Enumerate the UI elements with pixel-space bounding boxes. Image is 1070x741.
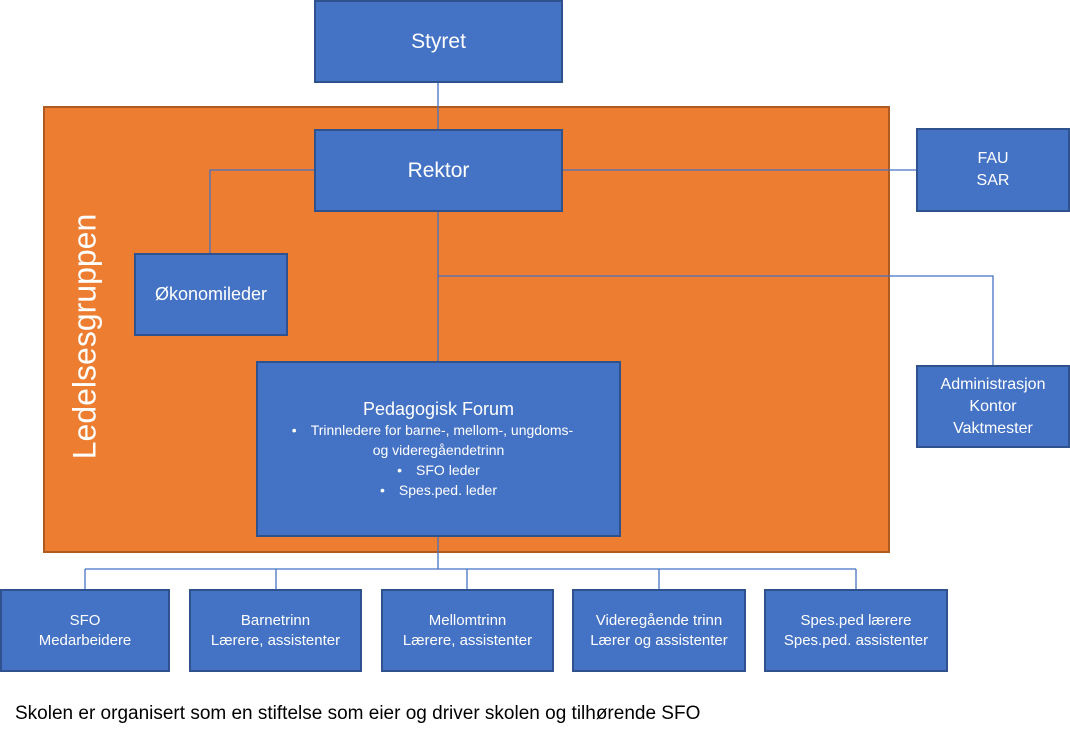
node-sfo-line1: SFO <box>69 611 101 629</box>
line-trunk-admin <box>438 275 994 366</box>
node-admin-line3: Vaktmester <box>953 419 1033 437</box>
node-spesped-line1: Spes.ped lærere <box>800 611 912 629</box>
node-videregaende-line2: Lærer og assistenter <box>590 631 728 649</box>
forum-title: Pedagogisk Forum <box>362 399 515 419</box>
node-styret-label: Styret <box>411 29 466 53</box>
node-sfo-line2: Medarbeidere <box>38 631 132 649</box>
node-styret: Styret <box>314 0 563 83</box>
node-mellomtrinn-line1: Mellomtrinn <box>428 611 507 629</box>
node-barnetrinn-line2: Lærere, assistenter <box>210 631 341 649</box>
forum-bullet-2-line1: SFO leder <box>416 462 480 478</box>
forum-bullet-1-line2: og videregåendetrinn <box>372 442 505 458</box>
line-rektor-okonomileder <box>209 169 316 254</box>
bullet-icon: • <box>380 482 385 498</box>
node-mellomtrinn-line2: Lærere, assistenter <box>402 631 533 649</box>
node-sfo: SFO Medarbeidere <box>0 589 170 672</box>
node-videregaende: Videregående trinn Lærer og assistenter <box>572 589 746 672</box>
forum-bullet-3: • Spes.ped. leder <box>380 480 497 500</box>
node-fau-sar: FAU SAR <box>916 128 1070 212</box>
node-barnetrinn: Barnetrinn Lærere, assistenter <box>189 589 362 672</box>
node-rektor: Rektor <box>314 129 563 212</box>
forum-bullet-1: • Trinnledere for barne-, mellom-, ungdo… <box>292 420 573 440</box>
node-sar-label: SAR <box>976 172 1010 189</box>
node-rektor-label: Rektor <box>407 158 470 182</box>
node-okonomileder: Økonomileder <box>134 253 288 336</box>
forum-bullet-1-line1: Trinnledere for barne-, mellom-, ungdoms… <box>310 422 574 438</box>
node-administrasjon: Administrasjon Kontor Vaktmester <box>916 365 1070 448</box>
forum-bullet-3-line1: Spes.ped. leder <box>398 482 497 498</box>
node-spesped-line2: Spes.ped. assistenter <box>783 631 929 649</box>
node-pedagogisk-forum: Pedagogisk Forum • Trinnledere for barne… <box>256 361 621 537</box>
node-admin-line2: Kontor <box>969 397 1017 415</box>
node-barnetrinn-line1: Barnetrinn <box>240 611 311 629</box>
node-videregaende-line1: Videregående trinn <box>595 611 723 629</box>
node-spesped: Spes.ped lærere Spes.ped. assistenter <box>764 589 948 672</box>
forum-bullet-2: • SFO leder <box>397 460 480 480</box>
caption: Skolen er organisert som en stiftelse so… <box>15 703 701 724</box>
node-admin-line1: Administrasjon <box>940 375 1046 393</box>
node-fau-label: FAU <box>977 150 1009 167</box>
bullet-icon: • <box>291 422 297 438</box>
node-mellomtrinn: Mellomtrinn Lærere, assistenter <box>381 589 554 672</box>
bullet-icon: • <box>397 462 403 478</box>
node-okonomileder-label: Økonomileder <box>154 284 268 304</box>
